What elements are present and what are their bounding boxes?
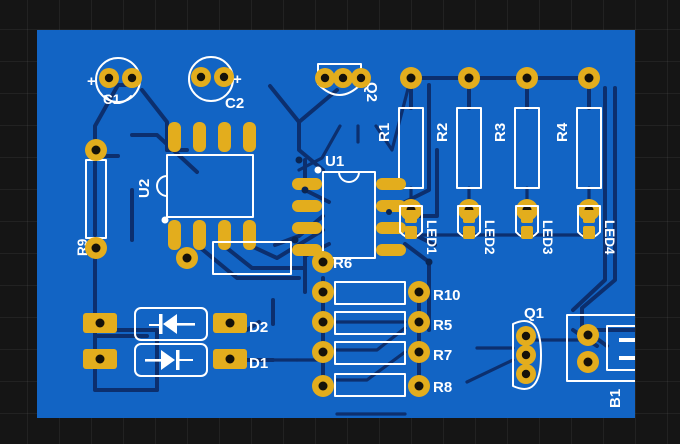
label-LED1: LED1 bbox=[424, 220, 439, 255]
component-B1[interactable]: B1 bbox=[566, 314, 635, 408]
label-C2: C2 bbox=[225, 95, 244, 112]
label-U2: U2 bbox=[136, 179, 153, 198]
component-R3[interactable]: R3 bbox=[492, 67, 540, 221]
component-R5[interactable]: R5 bbox=[312, 311, 452, 335]
label-U1: U1 bbox=[325, 153, 344, 170]
label-D1: D1 bbox=[249, 355, 268, 372]
component-LED2[interactable]: LED2 bbox=[457, 205, 497, 255]
label-R3: R3 bbox=[492, 123, 509, 142]
label-C1: C1 bbox=[103, 92, 121, 107]
component-D1[interactable]: D1 bbox=[83, 343, 268, 377]
component-LED4[interactable]: LED4 bbox=[577, 205, 617, 255]
label-R8: R8 bbox=[433, 379, 452, 396]
label-R6: R6 bbox=[333, 255, 352, 272]
vias bbox=[291, 156, 433, 266]
label-D2: D2 bbox=[249, 319, 268, 336]
label-B1: B1 bbox=[607, 389, 624, 408]
label-C1-plus: + bbox=[87, 73, 96, 90]
component-U1[interactable]: U1 bbox=[292, 153, 406, 259]
component-D2[interactable]: D2 bbox=[83, 307, 268, 341]
label-Q2: Q2 bbox=[363, 82, 380, 102]
component-R4[interactable]: R4 bbox=[554, 67, 602, 221]
label-R4: R4 bbox=[554, 122, 571, 142]
component-LED1[interactable]: LED1 bbox=[399, 205, 439, 255]
label-R5: R5 bbox=[433, 317, 452, 334]
component-R2[interactable]: R2 bbox=[434, 67, 482, 221]
component-U2[interactable]: U2 bbox=[136, 122, 256, 250]
label-Q1: Q1 bbox=[524, 305, 544, 322]
label-R2: R2 bbox=[434, 123, 451, 142]
label-R7: R7 bbox=[433, 347, 452, 364]
component-R8[interactable]: R8 bbox=[312, 373, 452, 397]
label-LED2: LED2 bbox=[482, 220, 497, 255]
label-LED4: LED4 bbox=[602, 220, 617, 255]
board-artwork: C1 + C2 + Q2 bbox=[75, 56, 635, 416]
component-R7[interactable]: R7 bbox=[312, 341, 452, 365]
label-R10: R10 bbox=[433, 287, 461, 304]
label-C2-plus: + bbox=[233, 71, 242, 88]
component-R6[interactable]: R6 bbox=[176, 241, 352, 275]
component-C1[interactable]: C1 + bbox=[87, 57, 142, 107]
label-R1: R1 bbox=[376, 123, 393, 142]
component-Q1[interactable]: Q1 bbox=[512, 305, 544, 390]
component-C2[interactable]: C2 + bbox=[188, 56, 244, 112]
label-LED3: LED3 bbox=[540, 220, 555, 255]
pcb-board[interactable]: C1 + C2 + Q2 bbox=[37, 30, 635, 418]
component-LED3[interactable]: LED3 bbox=[515, 205, 555, 255]
component-R10[interactable]: R10 bbox=[312, 281, 461, 305]
component-Q2[interactable]: Q2 bbox=[315, 63, 380, 102]
component-R9[interactable]: R9 bbox=[75, 139, 107, 259]
